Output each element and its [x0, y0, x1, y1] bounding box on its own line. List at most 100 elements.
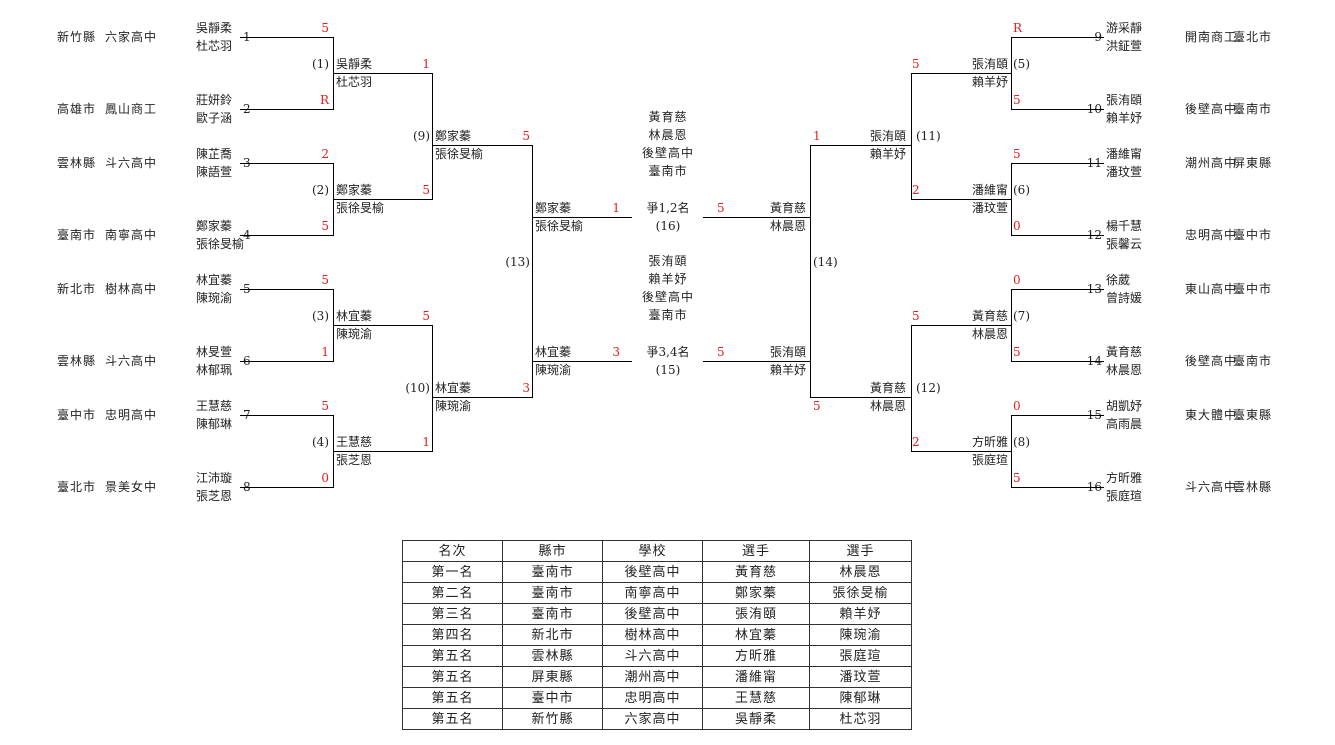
score-mark: 0 — [321, 471, 329, 485]
right-team-name-1: 游采靜 — [1106, 21, 1143, 35]
bracket-line — [1011, 163, 1104, 164]
school-cell: 六家高中 — [602, 708, 703, 730]
right-team-name-1: 黃育慈 — [1106, 345, 1143, 359]
tournament-bracket: 吳靜柔杜芯羽1新竹縣六家高中莊妍鈴歐子涵2高雄市鳳山商工陳芷喬陳語萱3雲林縣斗六… — [57, 21, 1273, 503]
score-mark: 1 — [422, 57, 430, 71]
left-team-name-2: 歐子涵 — [196, 111, 233, 125]
score-mark: 5 — [717, 201, 725, 215]
right-team-school: 後壁高中 — [1185, 354, 1238, 368]
city-cell: 臺南市 — [502, 603, 603, 625]
champion-info: 黃育慈 — [648, 110, 688, 124]
left-team-school: 鳳山商工 — [105, 102, 158, 116]
bracket-line — [911, 73, 912, 200]
player-cell: 林宜蓁 — [702, 624, 810, 646]
bracket-line — [240, 235, 333, 236]
score-mark: 2 — [912, 183, 920, 197]
left-team-school: 樹林高中 — [105, 282, 158, 296]
match-number: (9) — [413, 129, 430, 143]
winner-name-2: 陳琬渝 — [435, 399, 472, 413]
school-cell: 後壁高中 — [602, 603, 703, 625]
player-cell: 賴羊妤 — [809, 603, 912, 625]
left-team-school: 斗六高中 — [105, 354, 158, 368]
bracket-line — [333, 325, 432, 326]
winner-name-2: 賴羊妤 — [869, 147, 906, 161]
winner-name-2: 潘玟萱 — [971, 201, 1008, 215]
player-cell: 王慧慈 — [702, 687, 810, 709]
table-row: 第五名雲林縣斗六高中方昕雅張庭瑄 — [402, 645, 912, 667]
score-mark: 5 — [321, 219, 329, 233]
winner-name-1: 黃育慈 — [971, 309, 1008, 323]
table-row: 第五名臺中市忠明高中王慧慈陳郁琳 — [402, 687, 912, 709]
right-team-city: 臺南市 — [1233, 102, 1273, 116]
left-team-name-1: 林宜蓁 — [196, 273, 233, 287]
bronze-right-name-1: 張洧頤 — [769, 345, 806, 359]
left-team-city: 新竹縣 — [57, 30, 97, 44]
bracket-line — [1011, 109, 1104, 110]
winner-name-1: 林宜蓁 — [435, 381, 472, 395]
bracket-line — [1011, 235, 1104, 236]
left-team-name-2: 陳郁琳 — [196, 417, 233, 431]
table-row: 第二名臺南市南寧高中鄭家蓁張徐旻榆 — [402, 582, 912, 604]
right-team-name-2: 林晨恩 — [1106, 363, 1143, 377]
rank-cell: 第三名 — [402, 603, 503, 625]
bracket-line — [333, 451, 432, 452]
right-team-name-1: 潘維甯 — [1106, 147, 1143, 161]
bracket-line — [810, 397, 912, 398]
results-table: 名次 縣市 學校 選手 選手 第一名臺南市後壁高中黃育慈林晨恩第二名臺南市南寧高… — [402, 540, 912, 730]
left-team-city: 新北市 — [57, 282, 97, 296]
school-cell: 忠明高中 — [602, 687, 703, 709]
champion-info: 臺南市 — [648, 164, 688, 178]
left-team-name-2: 陳語萱 — [196, 165, 233, 179]
bracket-line — [432, 397, 532, 398]
player-cell: 吳靜柔 — [702, 708, 810, 730]
bronze-label: 爭3,4名 — [646, 345, 690, 359]
player-cell: 鄭家蓁 — [702, 582, 810, 604]
bracket-line — [703, 217, 810, 218]
bronze-left-name-1: 林宜蓁 — [535, 345, 572, 359]
bracket-line — [703, 361, 810, 362]
final-left-name-2: 張徐旻榆 — [535, 219, 584, 233]
right-team-city: 臺北市 — [1233, 30, 1273, 44]
winner-name-1: 方昕雅 — [971, 435, 1008, 449]
left-team-city: 雲林縣 — [57, 156, 97, 170]
score-mark: 1 — [321, 345, 329, 359]
score-mark: 5 — [321, 399, 329, 413]
results-body: 第一名臺南市後壁高中黃育慈林晨恩第二名臺南市南寧高中鄭家蓁張徐旻榆第三名臺南市後… — [402, 561, 912, 730]
score-mark: 2 — [321, 147, 329, 161]
bracket-line — [1011, 361, 1104, 362]
left-team-name-1: 林旻萱 — [196, 345, 233, 359]
final-right-name-1: 黃育慈 — [769, 201, 806, 215]
player-cell: 潘玟萱 — [809, 666, 912, 688]
results-header-row: 名次 縣市 學校 選手 選手 — [402, 540, 912, 562]
final-left-name-1: 鄭家蓁 — [535, 201, 572, 215]
bracket-line — [432, 145, 532, 146]
left-team-name-1: 江沛璇 — [196, 471, 233, 485]
score-mark: 2 — [912, 435, 920, 449]
city-cell: 新北市 — [502, 624, 603, 646]
left-team-city: 雲林縣 — [57, 354, 97, 368]
left-team-school: 景美女中 — [105, 480, 158, 494]
score-mark: 1 — [422, 435, 430, 449]
score-mark: 1 — [612, 201, 620, 215]
rank-cell: 第一名 — [402, 561, 503, 583]
left-team-name-1: 王慧慈 — [196, 399, 233, 413]
school-cell: 後壁高中 — [602, 561, 703, 583]
bracket-line — [911, 325, 1012, 326]
bracket-line — [1011, 289, 1104, 290]
winner-name-2: 張芝恩 — [336, 453, 373, 467]
match-number: (3) — [312, 309, 329, 323]
rank-cell: 第四名 — [402, 624, 503, 646]
right-team-name-2: 張庭瑄 — [1106, 489, 1143, 503]
player-cell: 張洧頤 — [702, 603, 810, 625]
match-number: (10) — [405, 381, 430, 395]
rank-cell: 第五名 — [402, 708, 503, 730]
bracket-line — [240, 109, 333, 110]
score-mark: 5 — [813, 399, 821, 413]
match-number: (14) — [813, 255, 838, 269]
winner-name-1: 黃育慈 — [869, 381, 906, 395]
right-team-name-1: 胡凱妤 — [1106, 399, 1143, 413]
bracket-line — [432, 325, 433, 452]
score-mark: R — [319, 93, 329, 107]
left-team-name-2: 林郁珮 — [196, 363, 233, 377]
player-cell: 杜芯羽 — [809, 708, 912, 730]
